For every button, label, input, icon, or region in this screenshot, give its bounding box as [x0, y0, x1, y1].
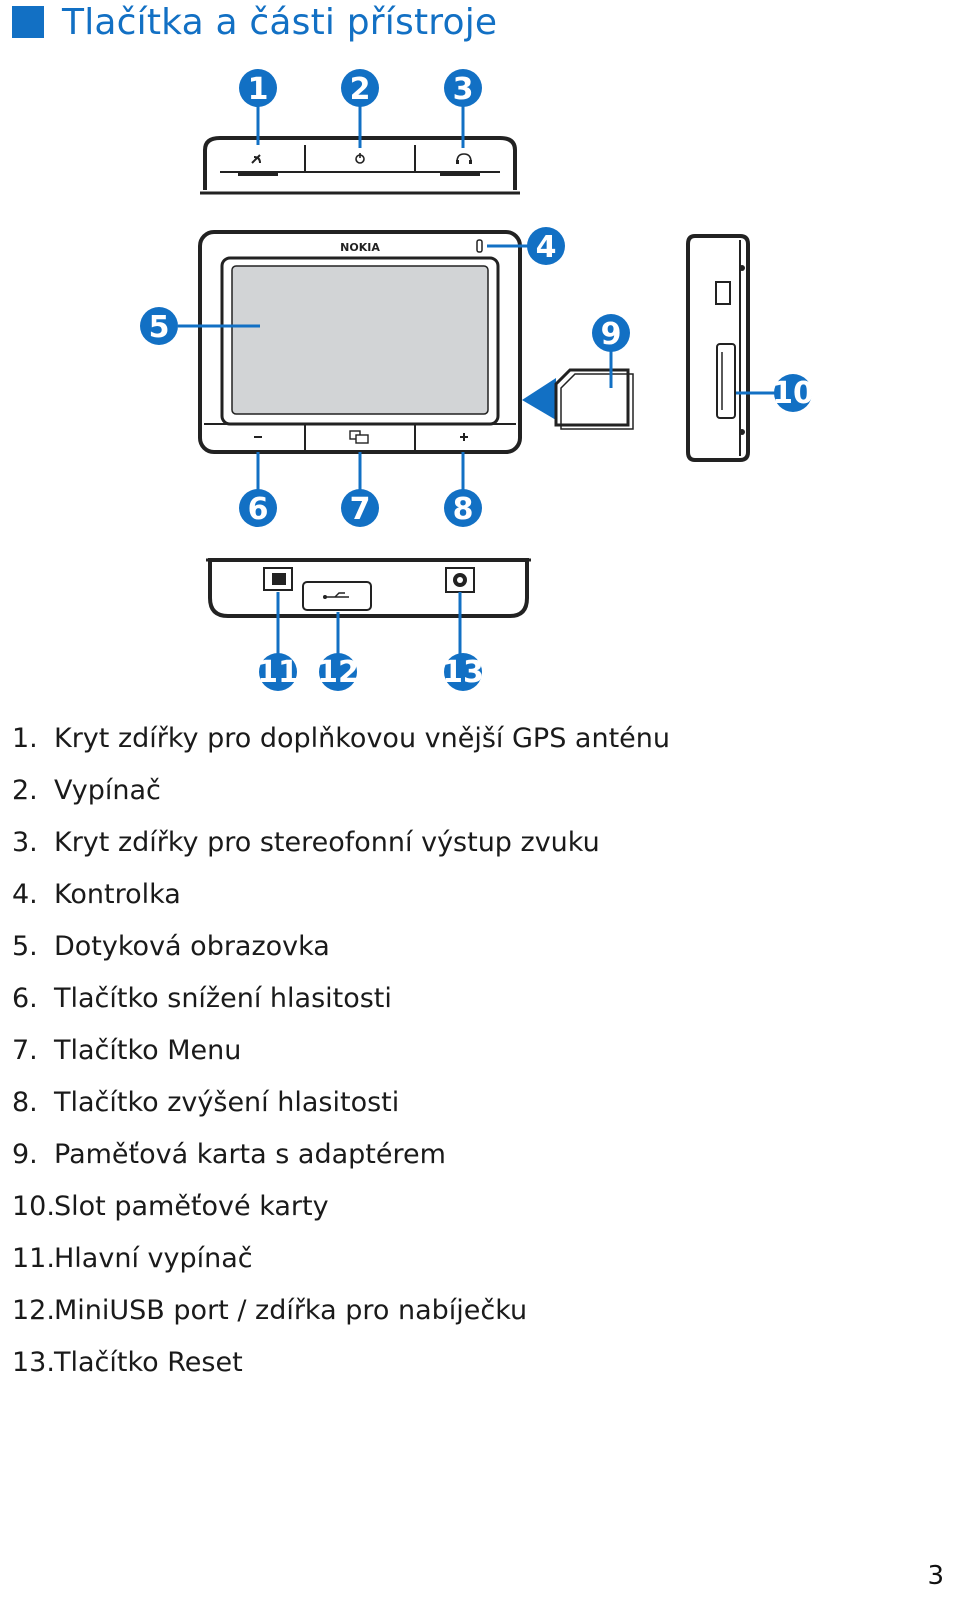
- callout-3: 3: [444, 69, 482, 107]
- legend-item: 2.Vypínač: [12, 775, 161, 806]
- page-number: 3: [927, 1561, 944, 1591]
- callout-5: 5: [140, 307, 178, 345]
- plus-icon: [460, 433, 468, 441]
- section-heading: Tlačítka a části přístroje: [12, 0, 497, 44]
- power-icon: [355, 153, 365, 164]
- callout-6: 6: [239, 489, 277, 527]
- svg-text:2: 2: [350, 72, 371, 107]
- svg-text:12: 12: [317, 655, 359, 690]
- legend-item: 6.Tlačítko snížení hlasitosti: [12, 983, 392, 1014]
- indicator-light: [476, 239, 483, 253]
- legend-item: 9.Paměťová karta s adaptérem: [12, 1139, 446, 1170]
- usb-icon: [323, 592, 349, 599]
- legend-item: 3.Kryt zdířky pro stereofonní výstup zvu…: [12, 827, 600, 858]
- callout-9: 9: [592, 314, 630, 352]
- callout-11: 11: [257, 653, 299, 691]
- legend-item: 12.MiniUSB port / zdířka pro nabíječku: [12, 1295, 528, 1326]
- heading-square-icon: [12, 6, 44, 38]
- legend-item: 10.Slot paměťové karty: [12, 1191, 329, 1222]
- svg-text:9: 9: [601, 317, 622, 352]
- svg-text:7: 7: [350, 492, 371, 527]
- device-top-view: [200, 136, 520, 195]
- svg-text:1: 1: [248, 72, 269, 107]
- legend-item: 4.Kontrolka: [12, 879, 181, 910]
- callout-12: 12: [317, 653, 359, 691]
- svg-text:11: 11: [257, 655, 299, 690]
- brand-logo: NOKIA: [340, 241, 380, 254]
- svg-text:4: 4: [536, 230, 557, 265]
- svg-text:5: 5: [149, 310, 170, 345]
- device-side-view: [686, 234, 750, 462]
- callout-13: 13: [442, 653, 484, 691]
- callout-2: 2: [341, 69, 379, 107]
- gps-antenna-icon: [251, 154, 261, 164]
- menu-icon: [349, 430, 369, 444]
- leader-lines: [178, 106, 775, 655]
- legend-item: 11.Hlavní vypínač: [12, 1243, 253, 1274]
- device-front-view: NOKIA: [198, 230, 522, 454]
- svg-text:13: 13: [442, 655, 484, 690]
- headset-icon: [456, 153, 472, 164]
- legend-item: 7.Tlačítko Menu: [12, 1035, 242, 1066]
- callout-10: 10: [772, 374, 814, 412]
- svg-text:3: 3: [453, 72, 474, 107]
- device-diagram: NOKIA: [140, 69, 814, 691]
- svg-text:10: 10: [772, 376, 814, 411]
- svg-text:8: 8: [453, 492, 474, 527]
- page-title: Tlačítka a části přístroje: [62, 1, 498, 43]
- legend-item: 13.Tlačítko Reset: [12, 1347, 243, 1378]
- callout-7: 7: [341, 489, 379, 527]
- device-bottom-view: [206, 558, 531, 618]
- legend-item: 1.Kryt zdířky pro doplňkovou vnější GPS …: [12, 723, 671, 754]
- callout-1: 1: [239, 69, 277, 107]
- legend-list: 1.Kryt zdířky pro doplňkovou vnější GPS …: [12, 718, 942, 1394]
- callout-4: 4: [527, 227, 565, 265]
- svg-text:6: 6: [248, 492, 269, 527]
- memory-card: [522, 368, 634, 430]
- legend-item: 5.Dotyková obrazovka: [12, 931, 330, 962]
- legend-item: 8.Tlačítko zvýšení hlasitosti: [12, 1087, 400, 1118]
- callout-8: 8: [444, 489, 482, 527]
